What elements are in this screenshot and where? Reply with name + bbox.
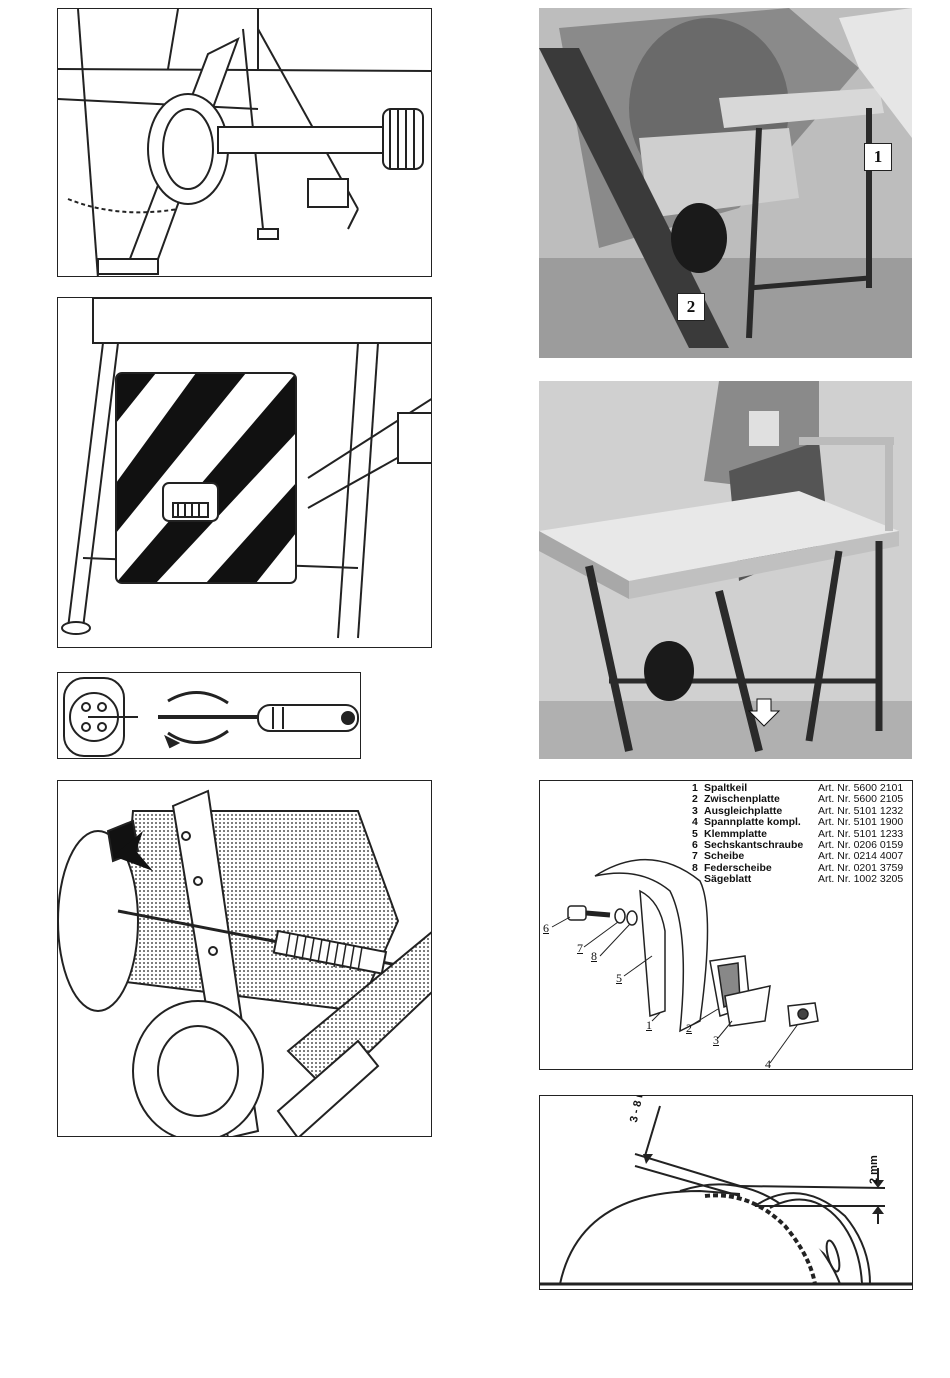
safety-cover-drawing	[61, 298, 431, 639]
callout-7: 7	[577, 941, 583, 955]
callout-6: 6	[543, 921, 549, 935]
part-article: Art. Nr. 0214 4007	[818, 850, 904, 863]
plug-screwdriver-drawing	[63, 677, 359, 757]
part-name: Klemmplatte	[704, 827, 768, 840]
part-number: 1	[692, 782, 698, 794]
exploded-view-drawing	[551, 859, 819, 1064]
part-article: Art. Nr. 5600 2101	[818, 782, 904, 794]
down-arrow-icon	[747, 698, 781, 727]
parts-list-row: 1 Spaltkeil Art. Nr. 5600 2101	[692, 782, 904, 794]
part-name: Scheibe	[704, 850, 745, 863]
parts-list-row: 4 Spannplatte kompl. Art. Nr. 5101 1900	[692, 816, 904, 829]
part-article: Art. Nr. 0206 0159	[818, 839, 904, 852]
part-article: Art. Nr. 1002 3205	[818, 873, 904, 886]
part-name: Spannplatte kompl.	[704, 816, 801, 829]
parts-list: 1 Spaltkeil Art. Nr. 5600 2101 2 Zwischenpl…	[692, 782, 904, 886]
callout-4: 4	[765, 1057, 771, 1070]
part-article: Art. Nr. 5101 1900	[818, 816, 904, 829]
part-number: 3	[692, 804, 698, 817]
part-name: Spaltkeil	[704, 782, 748, 794]
callout-1: 1	[646, 1018, 652, 1032]
figure-riving-knife-closeup	[57, 780, 432, 1137]
parts-list-row: 2 Zwischenplatte Art. Nr. 5600 2105	[692, 793, 904, 806]
photo-saw-table	[539, 381, 912, 759]
parts-list-row: 7 Scheibe Art. Nr. 0214 4007	[692, 850, 904, 863]
callout-2: 2	[686, 1021, 692, 1035]
part-number: 7	[692, 850, 698, 863]
label-tag-2: 2	[677, 293, 705, 321]
part-name: Sägeblatt	[704, 873, 752, 886]
part-number: 5	[692, 827, 698, 840]
pto-shaft-drawing	[58, 9, 431, 276]
part-article: Art. Nr. 5600 2105	[818, 793, 904, 806]
part-article: Art. Nr. 0201 3759	[818, 861, 904, 874]
figure-plug-screwdriver	[57, 672, 361, 759]
figure-blade-clearance: 3 - 8 mm 2 mm	[539, 1095, 913, 1290]
blade-clearance-drawing	[540, 1105, 912, 1286]
figure-safety-cover	[57, 297, 432, 648]
part-name: Zwischenplatte	[704, 793, 780, 806]
part-name: Ausgleichplatte	[704, 804, 783, 817]
parts-list-row: 8 Federscheibe Art. Nr. 0201 3759	[692, 861, 904, 874]
part-number: 4	[692, 816, 698, 829]
photo-saw-folded: 1 2	[539, 8, 912, 358]
part-name: Sechskantschraube	[704, 839, 804, 852]
parts-list-row: 5 Klemmplatte Art. Nr. 5101 1233	[692, 827, 904, 840]
label-tag-1: 1	[864, 143, 892, 171]
callout-3: 3	[713, 1033, 719, 1047]
direction-arrow-icon	[113, 831, 153, 871]
parts-list-row: 3 Ausgleichplatte Art. Nr. 5101 1232	[692, 804, 904, 817]
part-number: 2	[692, 793, 698, 806]
part-number: 8	[692, 861, 698, 874]
parts-list-row: 6 Sechskantschraube Art. Nr. 0206 0159	[692, 839, 904, 852]
callout-5: 5	[616, 971, 622, 985]
part-article: Art. Nr. 5101 1233	[818, 827, 904, 840]
part-article: Art. Nr. 5101 1232	[818, 804, 904, 817]
part-number: 6	[692, 839, 698, 852]
parts-list-row: Sägeblatt Art. Nr. 1002 3205	[692, 873, 904, 886]
part-name: Federscheibe	[704, 861, 772, 874]
dimension-height-label: 2 mm	[868, 1155, 880, 1184]
figure-riving-knife-parts: 1 Spaltkeil Art. Nr. 5600 2101 2 Zwischenpl…	[539, 780, 913, 1070]
figure-pto-shaft	[57, 8, 432, 277]
riving-knife-drawing	[58, 789, 431, 1136]
callout-8: 8	[591, 949, 597, 963]
